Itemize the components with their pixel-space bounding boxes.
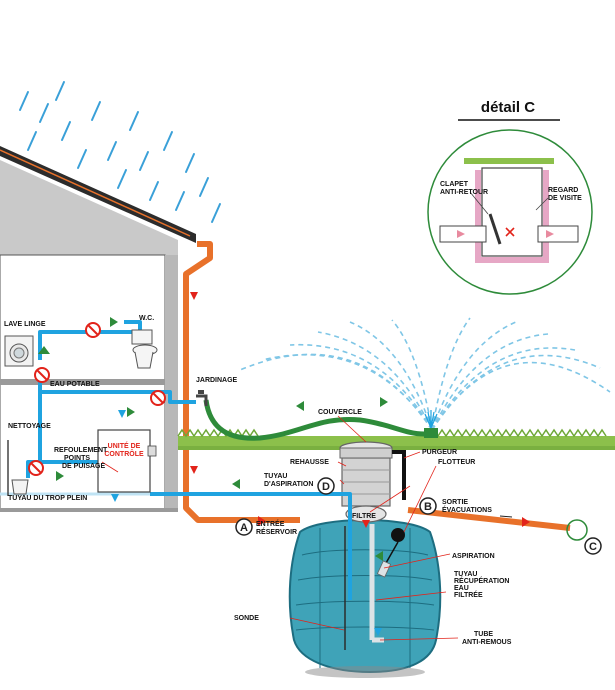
detail-c-view: [427, 129, 593, 295]
label-refoulement-line3: DE PUISAGE: [62, 463, 106, 470]
label-purgeur: PURGEUR: [422, 449, 457, 456]
label-tube-line1: TUBE: [474, 631, 493, 638]
label-clapet-line2: ANTI-RETOUR: [440, 189, 488, 196]
label-recuperation-line1: TUYAU: [454, 571, 477, 578]
float: [391, 528, 405, 542]
label-clapet-line1: CLAPET: [440, 181, 469, 188]
toilet-icon: [131, 329, 158, 369]
ground: [177, 428, 615, 450]
label-nettoyage: NETTOYAGE: [8, 423, 51, 430]
marker-a: A: [240, 522, 248, 534]
rain-streaks: [19, 81, 221, 223]
label-regard-line2: DE VISITE: [548, 195, 582, 202]
label-recuperation-line2: RÉCUPÉRATION: [454, 576, 509, 585]
label-aspiration: ASPIRATION: [452, 553, 495, 560]
label-unite-line2: CONTRÔLE: [104, 449, 144, 458]
label-couvercle: COUVERCLE: [318, 409, 362, 416]
label-entree-line1: ENTRÉE: [256, 519, 285, 528]
garden-hose: [203, 399, 425, 441]
faucet-icon: [196, 390, 208, 406]
rain-gutter-pipe: [183, 241, 300, 523]
tank: [288, 441, 442, 678]
label-wc: W.C.: [139, 315, 154, 322]
marker-b: B: [424, 501, 432, 513]
label-filtre: FILTRE: [352, 513, 376, 520]
label-rehausse: REHAUSSE: [290, 459, 329, 466]
label-unite-line1: UNITÉ DE: [108, 441, 141, 450]
label-recuperation-line4: FILTRÉE: [454, 590, 483, 599]
control-unit: [97, 429, 157, 493]
detail-title: détail C: [481, 99, 535, 116]
leader-lines: [101, 415, 459, 641]
label-flotteur: FLOTTEUR: [438, 459, 475, 466]
label-tuyau-aspiration-line2: D'ASPIRATION: [264, 481, 313, 488]
evacuation-pipe: [407, 507, 571, 531]
blue-arrows: [111, 410, 382, 636]
marker-c: C: [589, 541, 597, 553]
red-arrows: [190, 292, 530, 528]
label-jardinage: JARDINAGE: [196, 377, 238, 384]
circle-markers: [235, 477, 602, 555]
label-sortie-line2: ÉVACUATIONS: [442, 505, 492, 514]
detail-c-marker-ring: [566, 519, 588, 541]
label-regard-line1: REGARD: [548, 187, 578, 194]
label-tube-line2: ANTI-REMOUS: [462, 639, 512, 646]
label-lave-linge: LAVE LINGE: [4, 321, 46, 328]
label-entree-line2: RÉSERVOIR: [256, 527, 297, 536]
sprinkler-spray: [239, 317, 611, 431]
label-sonde: SONDE: [234, 615, 259, 622]
washing-machine-icon: [4, 335, 34, 367]
bucket-icon: [7, 440, 29, 496]
label-refoulement-line1: REFOULEMENT: [54, 447, 108, 454]
label-tuyau-aspiration-line1: TUYAU: [264, 473, 287, 480]
label-recuperation-line3: EAU: [454, 585, 469, 592]
no-drink-slashes: [30, 324, 164, 474]
label-trop-plein: TUYAU DU TROP PLEIN: [8, 495, 87, 502]
marker-d: D: [322, 481, 330, 493]
label-eau-potable: EAU POTABLE: [50, 381, 100, 388]
label-refoulement-line2: POINTS: [64, 455, 90, 462]
clean-water-pipes: [26, 320, 352, 600]
label-sortie-line1: SORTIE: [442, 499, 468, 506]
green-arrows: [38, 317, 388, 561]
sprinkler-head: [424, 410, 438, 438]
